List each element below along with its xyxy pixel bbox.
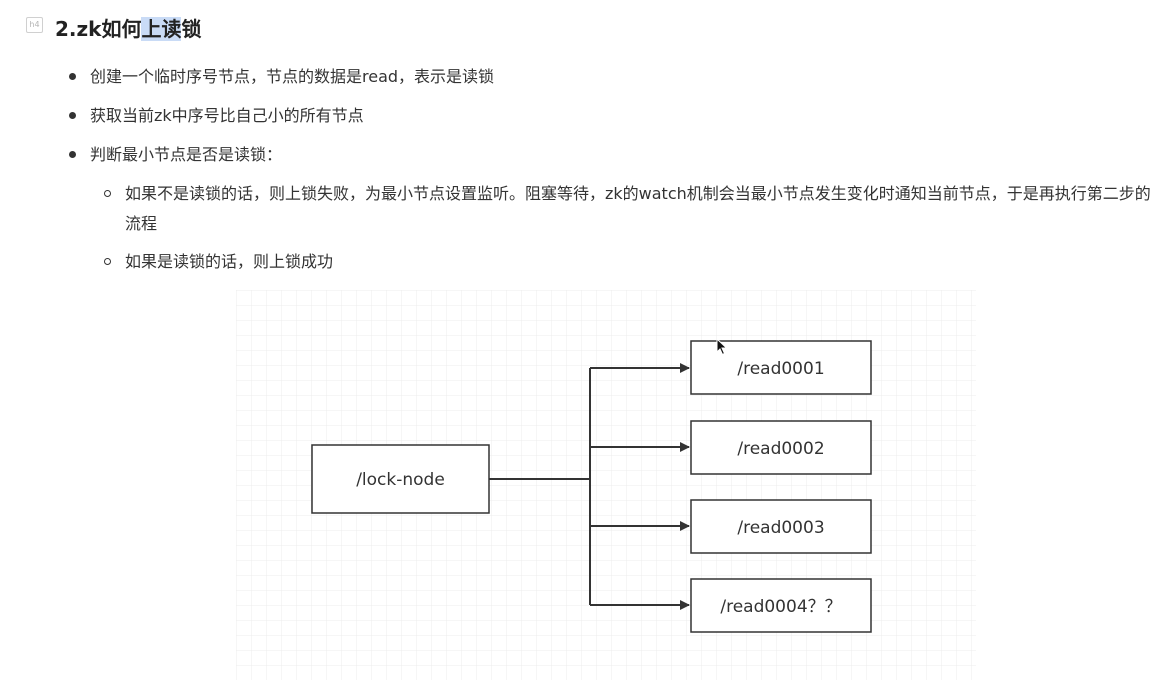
- sub-list-item-text: 如果是读锁的话，则上锁成功: [125, 252, 334, 271]
- bullet-circle-icon: [104, 190, 111, 197]
- heading-level-icon: h4: [26, 17, 43, 33]
- child-node: /read0001: [690, 340, 872, 395]
- section-heading: 2.zk如何上读锁: [55, 12, 201, 46]
- heading-selected-text[interactable]: 上读: [141, 17, 182, 41]
- connectors: [489, 363, 690, 610]
- heading-prefix: 2.zk如何: [55, 17, 142, 41]
- sub-list-item: 如果不是读锁的话，则上锁失败，为最小节点设置监听。阻塞等待，zk的watch机制…: [104, 179, 1155, 239]
- lock-tree-diagram: /lock-node /read0001 /read0002: [236, 290, 976, 680]
- bullet-dot-icon: [69, 112, 76, 119]
- list-item-text: 获取当前zk中序号比自己小的所有节点: [90, 106, 364, 125]
- root-node-label: /lock-node: [356, 470, 445, 490]
- sub-list-item: 如果是读锁的话，则上锁成功: [104, 247, 334, 277]
- sub-list-item-text: 如果不是读锁的话，则上锁失败，为最小节点设置监听。阻塞等待，zk的watch机制…: [125, 184, 1151, 233]
- list-item: 判断最小节点是否是读锁：: [69, 140, 283, 170]
- mouse-cursor-icon: [716, 338, 728, 356]
- list-item-text: 创建一个临时序号节点，节点的数据是read，表示是读锁: [90, 67, 495, 86]
- diagram-canvas: /lock-node /read0001 /read0002: [236, 290, 976, 680]
- child-node-label: /read0003: [737, 518, 824, 538]
- child-node-label: /read0001: [737, 359, 824, 379]
- child-node-label: /read0002: [737, 439, 824, 459]
- child-node: /read0003: [690, 499, 872, 554]
- list-item: 获取当前zk中序号比自己小的所有节点: [69, 101, 364, 131]
- root-node: /lock-node: [311, 444, 490, 514]
- list-item: 创建一个临时序号节点，节点的数据是read，表示是读锁: [69, 62, 495, 92]
- child-node-label: /read0004？？: [720, 597, 841, 617]
- child-node: /read0004？？: [690, 578, 872, 633]
- child-node: /read0002: [690, 420, 872, 475]
- bullet-dot-icon: [69, 151, 76, 158]
- list-item-text: 判断最小节点是否是读锁：: [90, 145, 283, 164]
- bullet-circle-icon: [104, 258, 111, 265]
- bullet-dot-icon: [69, 73, 76, 80]
- heading-suffix: 锁: [181, 17, 202, 41]
